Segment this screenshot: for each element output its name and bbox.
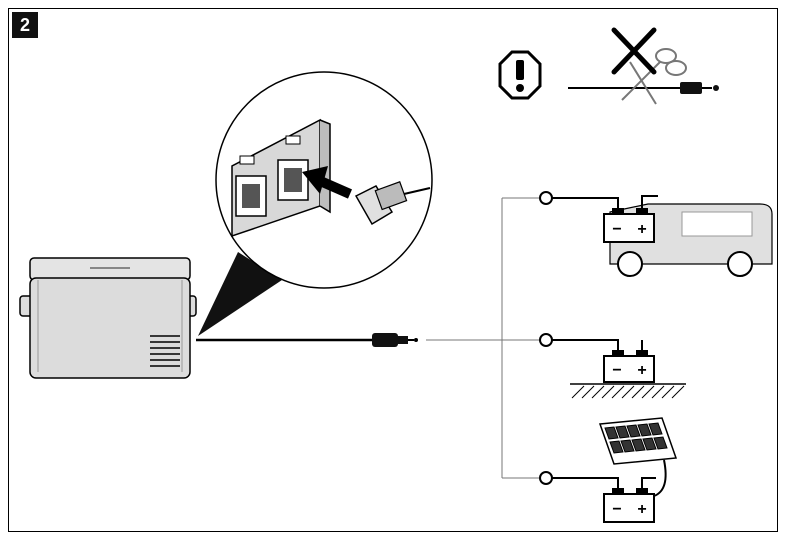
battery-plus-label: + bbox=[637, 362, 646, 379]
cigarette-lighter-plug-icon bbox=[372, 333, 418, 347]
crossed-scissors-icon bbox=[611, 27, 687, 105]
insert-arrow-icon bbox=[302, 166, 353, 199]
step-number-badge: 2 bbox=[12, 12, 38, 38]
battery-minus-label: − bbox=[612, 501, 621, 518]
terminal-car bbox=[539, 191, 658, 208]
battery-icon: − + bbox=[603, 350, 655, 383]
socket-left bbox=[235, 155, 267, 217]
warning-octagon-icon bbox=[498, 50, 542, 100]
battery-plus-label: + bbox=[637, 221, 646, 238]
solar-panel-icon bbox=[598, 417, 678, 465]
battery-minus-label: − bbox=[612, 221, 621, 238]
battery-icon: − + bbox=[603, 208, 655, 243]
zoom-callout bbox=[215, 71, 433, 289]
battery-plus-label: + bbox=[637, 501, 646, 518]
battery-minus-label: − bbox=[612, 362, 621, 379]
distribution-lines bbox=[426, 197, 540, 479]
cool-box bbox=[19, 257, 197, 379]
figure-frame bbox=[8, 8, 778, 532]
battery-icon: − + bbox=[603, 488, 655, 523]
terminal-solar bbox=[539, 459, 667, 497]
angled-connector bbox=[354, 181, 431, 226]
zoom-pointer bbox=[198, 252, 282, 336]
ground-hatching-icon bbox=[570, 383, 686, 399]
ventilation-grille bbox=[150, 335, 180, 367]
terminal-ground bbox=[539, 333, 643, 350]
socket-right bbox=[277, 135, 309, 201]
cable-with-plug-icon bbox=[568, 82, 719, 94]
